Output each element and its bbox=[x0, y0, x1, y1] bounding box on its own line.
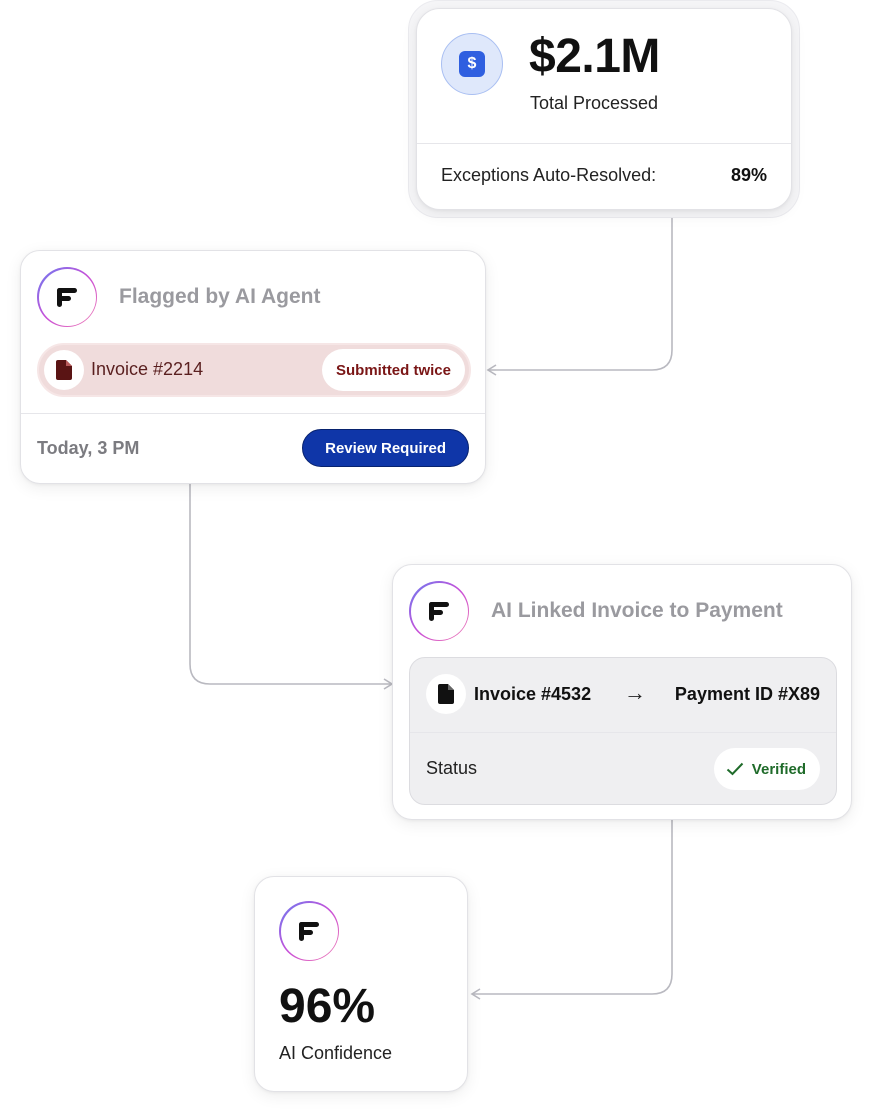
status-label: Status bbox=[426, 758, 478, 778]
verified-label: Verified bbox=[751, 760, 806, 778]
flagged-timestamp: Today, 3 PM bbox=[37, 438, 140, 458]
connector-flagged-to-linked bbox=[189, 484, 394, 690]
exceptions-value: 89% bbox=[730, 165, 767, 185]
exceptions-label: Exceptions Auto-Resolved: bbox=[441, 165, 657, 185]
confidence-value: 96% bbox=[279, 980, 376, 1033]
total-amount: $2.1M bbox=[529, 30, 660, 83]
f-logo-icon bbox=[299, 922, 319, 941]
document-icon bbox=[44, 350, 84, 390]
review-required-button[interactable]: Review Required bbox=[302, 429, 469, 467]
f-logo-icon bbox=[57, 288, 77, 307]
divider bbox=[410, 732, 836, 733]
checkmark-icon bbox=[726, 762, 744, 776]
verified-badge: Verified bbox=[713, 748, 820, 790]
confidence-card: 96% AI Confidence bbox=[254, 876, 468, 1092]
linked-card: AI Linked Invoice to Payment Invoice #45… bbox=[392, 564, 852, 820]
linked-payment-id[interactable]: Payment ID #X89 bbox=[674, 684, 820, 704]
connector-total-to-flagged bbox=[486, 218, 673, 376]
confidence-label: AI Confidence bbox=[279, 1043, 393, 1063]
flagged-title: Flagged by AI Agent bbox=[119, 285, 321, 308]
brand-logo-icon bbox=[279, 901, 339, 961]
linked-panel: Invoice #4532 → Payment ID #X89 Status V… bbox=[409, 657, 837, 805]
divider bbox=[21, 413, 485, 414]
divider bbox=[417, 143, 791, 144]
total-amount-label: Total Processed bbox=[530, 93, 659, 113]
connector-linked-to-confidence bbox=[470, 820, 673, 1000]
summary-card: $ $2.1M Total Processed Exceptions Auto-… bbox=[416, 8, 792, 210]
brand-logo-icon bbox=[37, 267, 97, 327]
flagged-invoice-number: Invoice #2214 bbox=[91, 359, 204, 379]
flagged-card: Flagged by AI Agent Invoice #2214 Submit… bbox=[20, 250, 486, 484]
flagged-invoice-pill[interactable]: Invoice #2214 Submitted twice bbox=[37, 343, 471, 397]
document-icon bbox=[426, 674, 466, 714]
arrow-right-icon: → bbox=[624, 680, 646, 705]
linked-invoice-number[interactable]: Invoice #4532 bbox=[474, 684, 592, 704]
brand-logo-icon bbox=[409, 581, 469, 641]
f-logo-icon bbox=[429, 602, 449, 621]
submitted-twice-badge: Submitted twice bbox=[321, 349, 465, 391]
dollar-icon: $ bbox=[441, 33, 503, 95]
linked-title: AI Linked Invoice to Payment bbox=[491, 599, 783, 622]
